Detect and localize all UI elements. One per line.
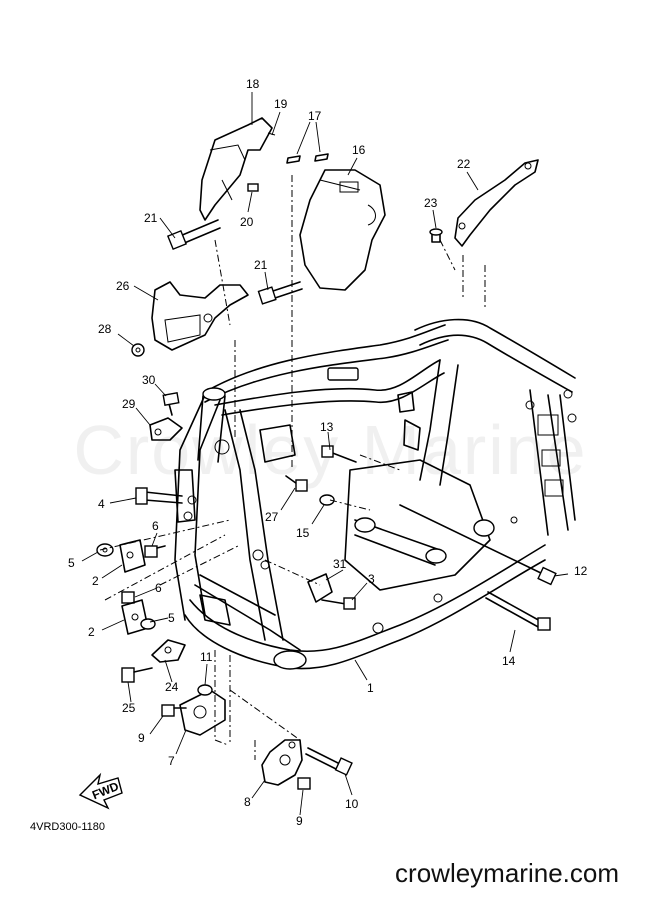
callout-23: 23	[424, 196, 438, 210]
callout-5b: 5	[168, 611, 175, 625]
callout-1: 1	[367, 681, 374, 695]
callout-18: 18	[246, 77, 260, 91]
callout-11: 11	[200, 650, 213, 664]
callout-16: 16	[352, 143, 366, 157]
callout-2a: 2	[92, 574, 99, 588]
fwd-arrow-icon: FWD	[78, 772, 123, 810]
callout-28: 28	[98, 322, 112, 336]
callout-13: 13	[320, 420, 334, 434]
callout-27: 27	[265, 510, 279, 524]
callout-4: 4	[98, 497, 105, 511]
callout-9a: 9	[138, 731, 145, 745]
callout-31: 31	[333, 557, 347, 571]
callout-2b: 2	[88, 625, 95, 639]
callout-6b: 6	[155, 581, 162, 595]
callout-17: 17	[308, 109, 322, 123]
side-cover	[299, 169, 386, 291]
callout-21a: 21	[144, 211, 158, 225]
callout-21b: 21	[254, 258, 268, 272]
right-fasteners	[285, 445, 557, 631]
callout-9b: 9	[296, 814, 303, 828]
plate-8	[261, 739, 353, 790]
callout-26: 26	[116, 279, 130, 293]
callout-30: 30	[142, 373, 156, 387]
callout-6a: 6	[152, 519, 159, 533]
callout-24: 24	[165, 680, 179, 694]
bracket-24	[121, 639, 186, 683]
callout-3: 3	[368, 572, 375, 586]
callout-20: 20	[240, 215, 254, 229]
alignment-lines	[99, 175, 486, 760]
callout-numbers: 18 19 17 16 22 23 20 21 21 26 28 30 29 4…	[68, 77, 588, 828]
callout-12: 12	[574, 564, 588, 578]
bracket-26	[131, 281, 249, 357]
callout-25: 25	[122, 701, 136, 715]
bracket-22	[429, 159, 539, 247]
callout-5a: 5	[68, 556, 75, 570]
callout-14: 14	[502, 654, 516, 668]
callout-19: 19	[274, 97, 288, 111]
callout-15: 15	[296, 526, 310, 540]
main-frame	[174, 318, 577, 670]
site-link[interactable]: crowleymarine.com	[395, 858, 619, 888]
clips	[286, 153, 329, 164]
callout-10: 10	[345, 797, 359, 811]
upper-cover-assembly	[199, 117, 276, 221]
callout-22: 22	[457, 157, 471, 171]
plate-7	[161, 684, 226, 736]
bracket-29	[149, 392, 183, 441]
callout-7: 7	[168, 754, 175, 768]
bolts-21	[166, 219, 303, 305]
drawing-code: 4VRD300-1180	[30, 821, 106, 833]
callout-8: 8	[244, 795, 251, 809]
callout-29: 29	[122, 397, 136, 411]
callout-leaders	[81, 92, 569, 816]
